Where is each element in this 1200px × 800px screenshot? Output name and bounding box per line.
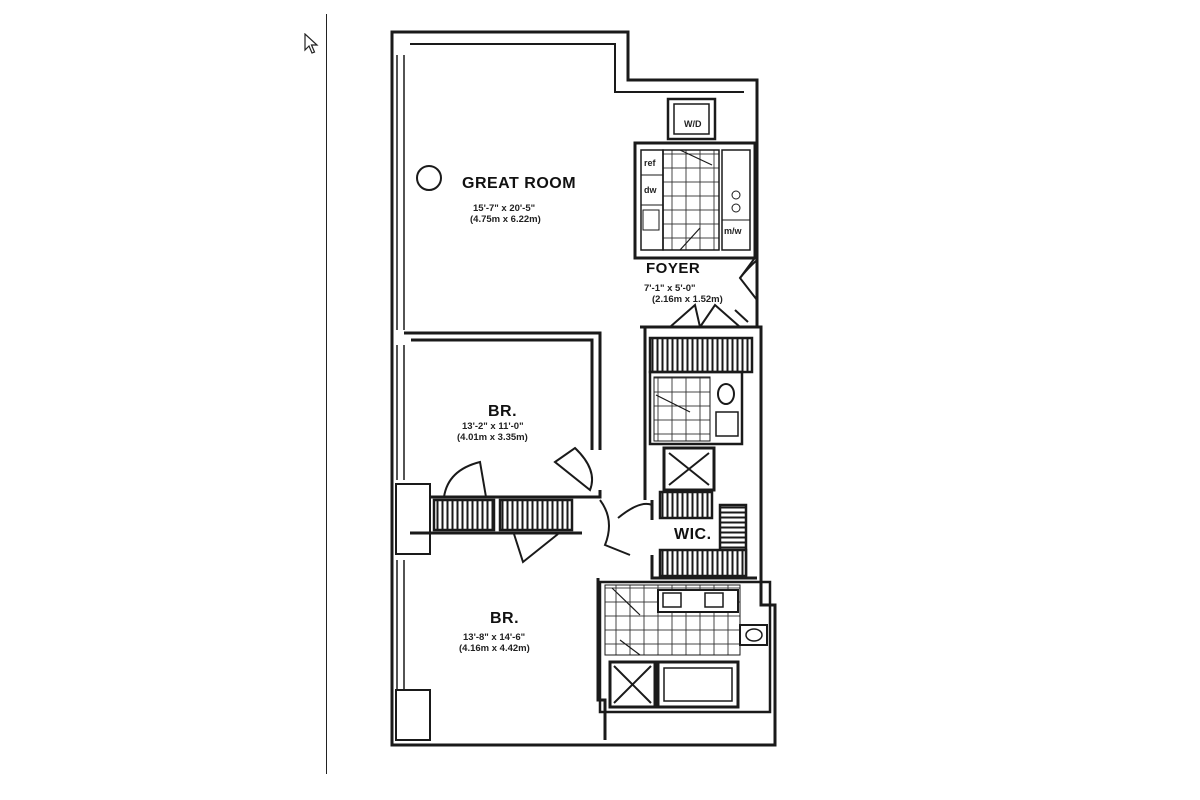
master-bath [598, 580, 772, 714]
washer-dryer-closet [666, 97, 717, 141]
column-icon [416, 165, 442, 191]
great-room-dim-m: (4.75m x 6.22m) [470, 214, 541, 225]
foyer-dim-ft: 7'-1" x 5'-0" [644, 283, 696, 294]
bedroom-1-dim-m: (4.01m x 3.35m) [457, 432, 528, 443]
page-divider-line [326, 14, 327, 774]
dishwasher-label: dw [644, 185, 657, 195]
kitchen [633, 141, 757, 260]
walk-in-closet [658, 490, 748, 578]
hall-shower [662, 446, 716, 492]
foyer-doors [669, 254, 758, 328]
mouse-pointer-icon [304, 33, 319, 54]
hall-bath [648, 370, 744, 446]
bedroom-closet-right [498, 498, 574, 532]
microwave-label: m/w [724, 226, 742, 236]
washer-dryer-label: W/D [684, 119, 702, 129]
great-room-dim-ft: 15'-7" x 20'-5" [473, 203, 536, 214]
bedroom-doors [443, 446, 653, 564]
bedroom-closet-left [432, 498, 496, 532]
foyer-dim-m: (2.16m x 1.52m) [652, 294, 723, 305]
foyer-closet [648, 336, 754, 374]
bedroom-2-label: BR. [490, 610, 520, 627]
wic-label: WIC. [674, 526, 712, 543]
bedroom-1-dim-ft: 13'-2" x 11'-0" [462, 421, 524, 432]
refrigerator-label: ref [644, 158, 656, 168]
bedroom-1-label: BR. [488, 403, 518, 420]
foyer-label: FOYER [646, 260, 701, 277]
interior-walls [404, 325, 757, 740]
exterior-walls [390, 30, 777, 747]
bedroom-2-dim-ft: 13'-8" x 14'-6" [463, 632, 526, 643]
bedroom-2-dim-m: (4.16m x 4.42m) [459, 643, 530, 654]
great-room-label: GREAT ROOM [462, 175, 577, 192]
